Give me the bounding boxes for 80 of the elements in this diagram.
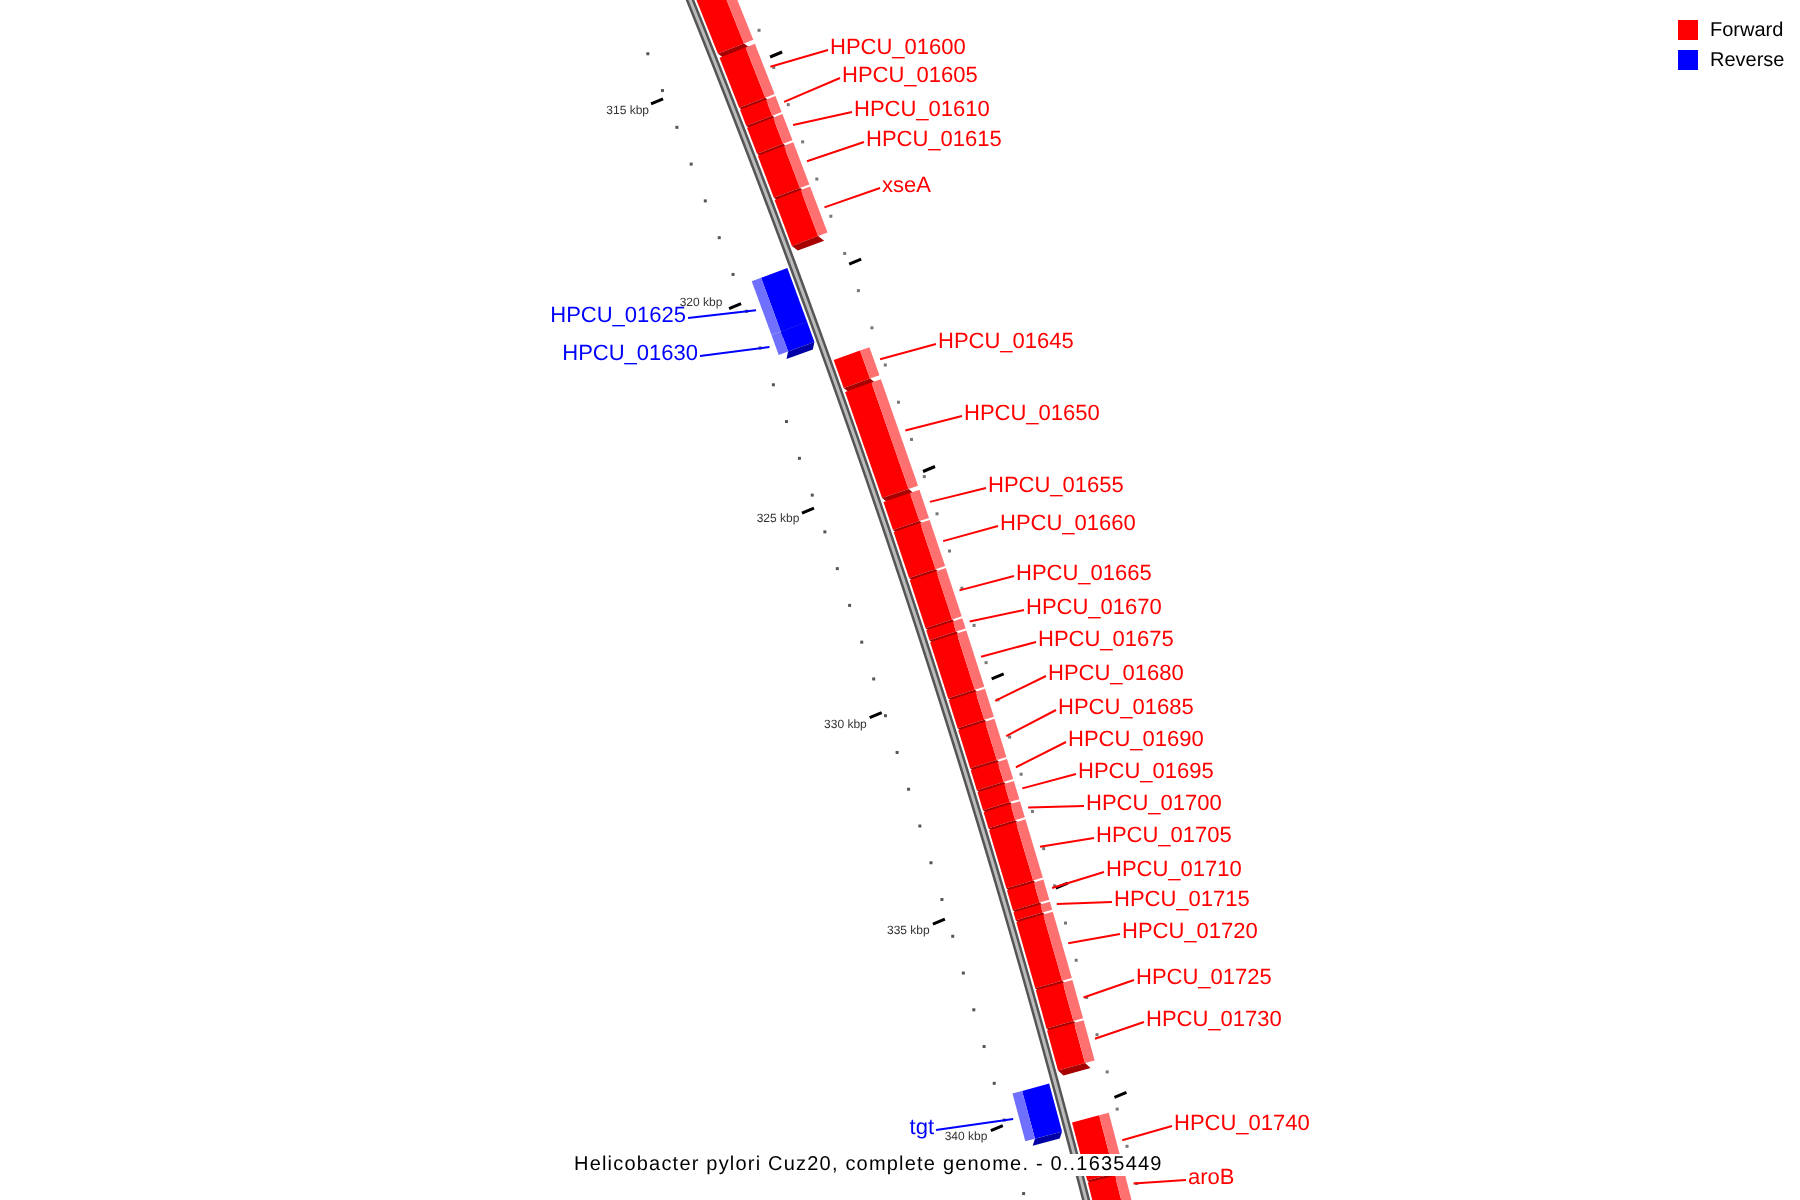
leader-line xyxy=(904,415,963,432)
gene-label: HPCU_01740 xyxy=(1174,1111,1310,1137)
gene-label: HPCU_01705 xyxy=(1096,823,1232,849)
gene-label: HPCU_01610 xyxy=(854,97,990,123)
gene-block xyxy=(771,322,815,359)
leader-line xyxy=(1055,901,1113,905)
gene-label: HPCU_01675 xyxy=(1038,627,1174,653)
gene-label: HPCU_01680 xyxy=(1048,661,1184,687)
leader-line xyxy=(1082,979,1135,999)
leader-line xyxy=(769,49,829,68)
leader-line xyxy=(1067,933,1121,945)
gene-block xyxy=(948,688,994,733)
gene-block xyxy=(833,347,880,393)
caption: Helicobacter pylori Cuz20, complete genome. - 0..1635449 xyxy=(572,1154,1165,1176)
gene-block xyxy=(774,186,828,251)
gene-label: tgt xyxy=(909,1115,934,1141)
gene-label: HPCU_01655 xyxy=(988,473,1124,499)
gene-block xyxy=(1047,1020,1095,1076)
leader-line xyxy=(1038,837,1095,848)
leader-line xyxy=(980,641,1037,658)
gene-block xyxy=(1016,911,1072,994)
gene-label: HPCU_01645 xyxy=(938,329,1074,355)
gene-block xyxy=(958,718,1007,774)
gene-label: HPCU_01695 xyxy=(1078,759,1214,785)
legend-label: Reverse xyxy=(1710,50,1785,72)
leader-line xyxy=(1027,805,1085,809)
leader-line xyxy=(1014,741,1067,769)
leader-line xyxy=(994,675,1047,702)
gene-label: HPCU_01710 xyxy=(1106,857,1242,883)
gene-block xyxy=(1087,1172,1134,1200)
gene-label: HPCU_01625 xyxy=(550,303,686,329)
gene-block xyxy=(751,268,808,339)
gene-label: HPCU_01720 xyxy=(1122,919,1258,945)
leader-line xyxy=(942,525,999,543)
leader-line xyxy=(699,346,771,357)
leader-line xyxy=(687,309,757,319)
gene-block xyxy=(719,43,775,113)
gene-label: aroB xyxy=(1188,1165,1235,1191)
leader-line xyxy=(1121,1125,1173,1142)
leader-line xyxy=(792,111,853,126)
gene-label: HPCU_01665 xyxy=(1016,561,1152,587)
gene-label: xseA xyxy=(882,173,931,199)
gene-label: HPCU_01605 xyxy=(842,63,978,89)
leader-line xyxy=(1021,773,1077,790)
gene-block xyxy=(1035,980,1084,1034)
gene-block xyxy=(757,142,810,203)
leader-line xyxy=(783,77,841,103)
gene-block xyxy=(747,114,793,159)
leader-line xyxy=(958,575,1015,592)
legend-label: Forward xyxy=(1710,20,1784,42)
gene-block xyxy=(1012,1083,1063,1146)
gene-block xyxy=(845,379,919,503)
leader-line xyxy=(1005,709,1057,738)
leader-line xyxy=(935,1117,1015,1131)
leader-line xyxy=(1132,1179,1187,1185)
leader-line xyxy=(928,487,987,503)
gene-block xyxy=(691,0,754,59)
gene-label: HPCU_01725 xyxy=(1136,965,1272,991)
gene-label: HPCU_01690 xyxy=(1068,727,1204,753)
gene-block xyxy=(893,519,946,583)
gene-label: HPCU_01650 xyxy=(964,401,1100,427)
leader-line xyxy=(968,609,1025,623)
leader-line xyxy=(1051,871,1105,889)
gene-label: HPCU_01670 xyxy=(1026,595,1162,621)
gene-block xyxy=(930,630,985,703)
gene-label: HPCU_01700 xyxy=(1086,791,1222,817)
gene-label: HPCU_01630 xyxy=(562,341,698,367)
leader-line xyxy=(805,141,865,163)
gene-label: HPCU_01600 xyxy=(830,35,966,61)
gene-label: HPCU_01615 xyxy=(866,127,1002,153)
gene-block xyxy=(883,489,929,535)
leader-line xyxy=(823,187,881,209)
gene-label: HPCU_01660 xyxy=(1000,511,1136,537)
gene-block xyxy=(989,819,1043,894)
gene-label: HPCU_01715 xyxy=(1114,887,1250,913)
gene-label: HPCU_01730 xyxy=(1146,1007,1282,1033)
gene-label: HPCU_01685 xyxy=(1058,695,1194,721)
leader-line xyxy=(1093,1021,1145,1040)
leader-line xyxy=(879,343,937,361)
gene-block xyxy=(909,568,962,633)
